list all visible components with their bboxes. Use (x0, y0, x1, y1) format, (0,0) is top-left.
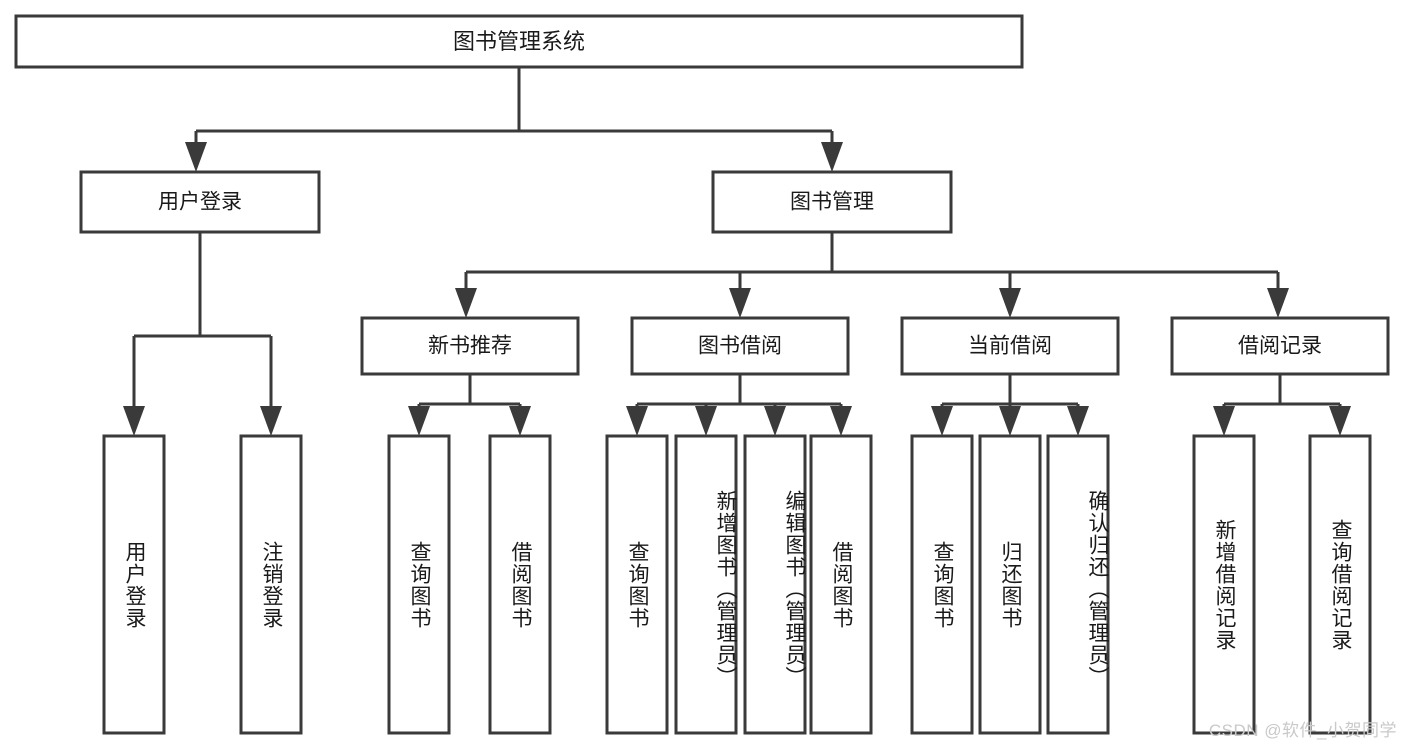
node-current-borrow-label: 当前借阅 (968, 335, 1052, 358)
leaf-rects (102, 434, 1372, 735)
leaf-box-add-book[interactable] (674, 434, 738, 735)
leaf-box-user-login[interactable] (102, 434, 166, 735)
connector-borrowrecord-to-leaves (1213, 374, 1351, 436)
leaf-box-query-book-3[interactable] (910, 434, 974, 735)
node-borrow-record-label: 借阅记录 (1238, 335, 1322, 358)
node-root-label: 图书管理系统 (453, 29, 585, 54)
leaf-box-edit-book[interactable] (743, 434, 807, 735)
connector-bookmanage-to-level3 (455, 232, 1289, 318)
leaf-box-query-book-1[interactable] (387, 434, 451, 735)
node-borrow-record[interactable]: 借阅记录 (1170, 316, 1390, 376)
leaf-box-logout[interactable] (239, 434, 303, 735)
leaf-box-add-record[interactable] (1192, 434, 1256, 735)
node-user-login-label: 用户登录 (158, 191, 242, 214)
leaf-box-return-book[interactable] (978, 434, 1042, 735)
node-book-manage-label: 图书管理 (790, 191, 874, 214)
node-book-borrow-label: 图书借阅 (698, 335, 782, 358)
node-current-borrow[interactable]: 当前借阅 (900, 316, 1120, 376)
leaf-box-borrow-book-1[interactable] (488, 434, 552, 735)
leaf-box-confirm-return[interactable] (1046, 434, 1110, 735)
leaf-box-query-record[interactable] (1308, 434, 1372, 735)
leaf-box-query-book-2[interactable] (605, 434, 669, 735)
connector-bookborrow-to-leaves (626, 374, 852, 436)
connector-root-to-level2 (185, 67, 843, 172)
connector-userlogin-to-leaves (123, 232, 282, 436)
node-book-manage[interactable]: 图书管理 (711, 170, 953, 234)
connector-newbook-to-leaves (408, 374, 531, 436)
leaf-box-borrow-book-2[interactable] (809, 434, 873, 735)
node-user-login[interactable]: 用户登录 (79, 170, 321, 234)
node-new-book-rec-label: 新书推荐 (428, 335, 512, 358)
watermark-text: CSDN @软件_小贺同学 (1208, 721, 1397, 740)
connector-currentborrow-to-leaves (931, 374, 1089, 436)
node-root[interactable]: 图书管理系统 (14, 14, 1024, 69)
node-book-borrow[interactable]: 图书借阅 (630, 316, 850, 376)
node-new-book-rec[interactable]: 新书推荐 (360, 316, 580, 376)
